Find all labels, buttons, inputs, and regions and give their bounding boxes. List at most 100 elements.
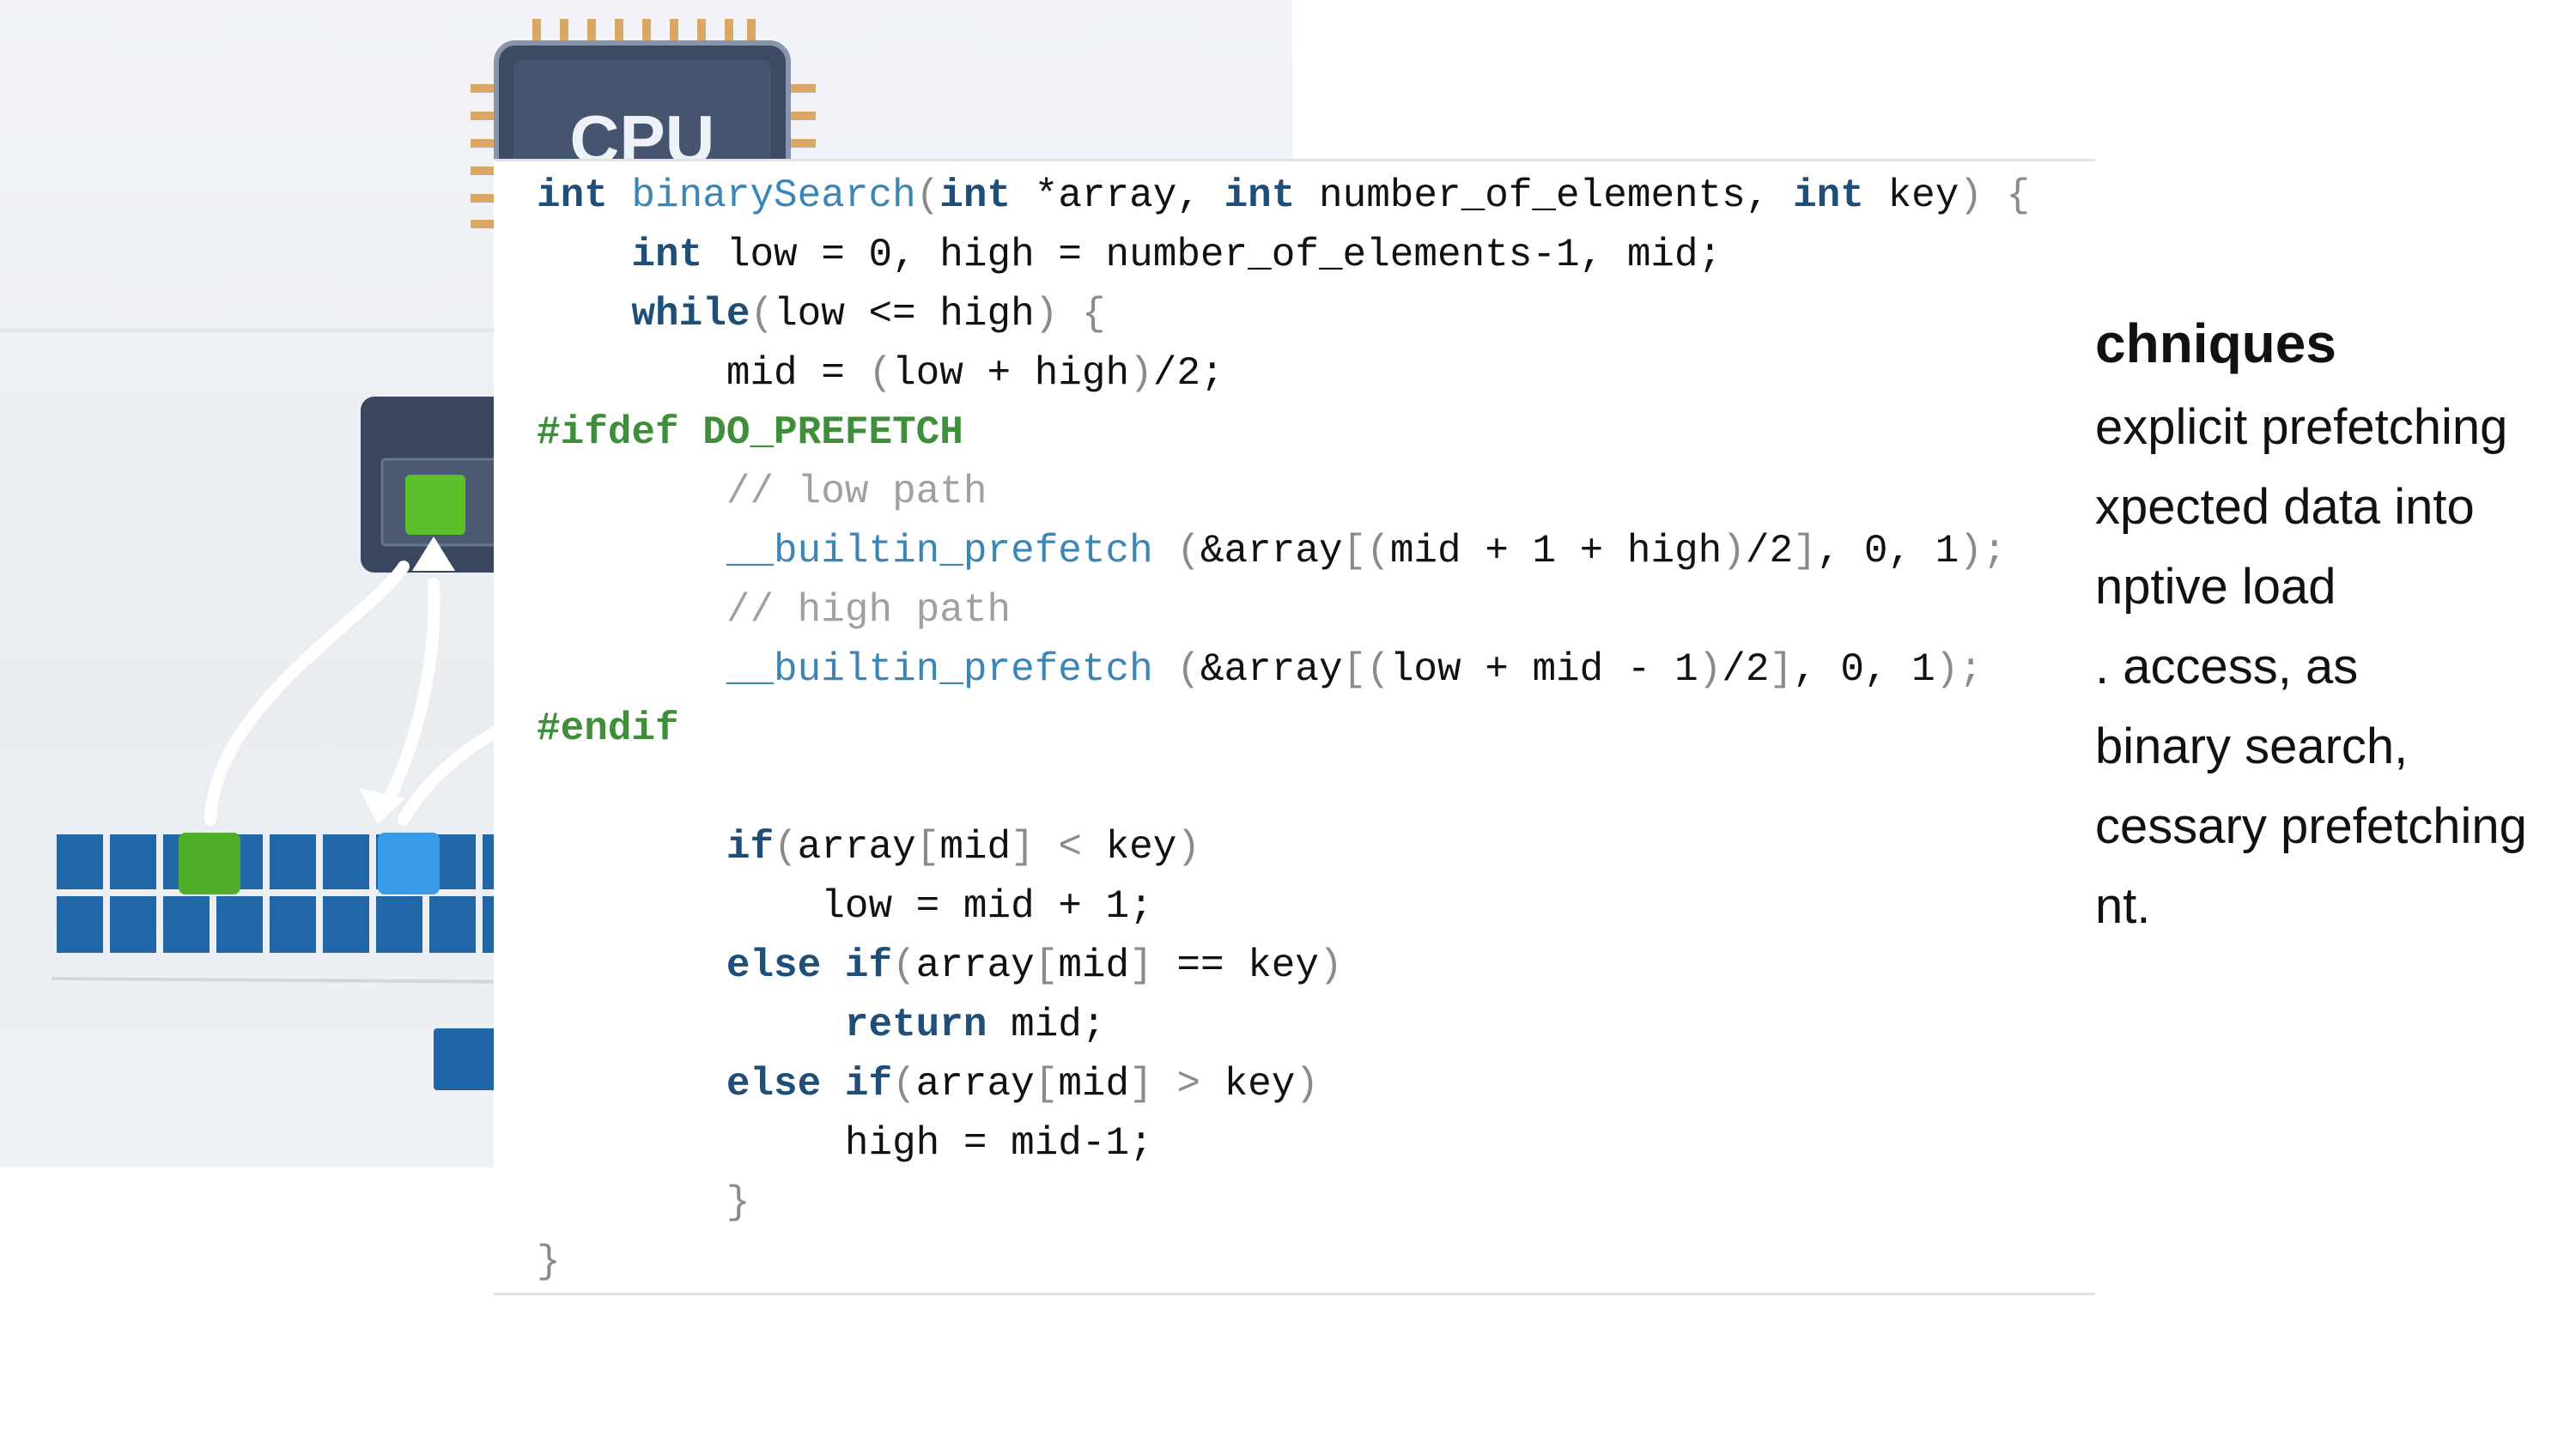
code-line: // low path	[537, 463, 2030, 522]
code-token: array	[915, 943, 1035, 988]
code-token: )	[1722, 529, 1746, 573]
code-line: __builtin_prefetch (&array[(low + mid - …	[537, 640, 2030, 700]
code-token: ] >	[1129, 1062, 1224, 1106]
code-token: , 0, 1	[1793, 647, 1935, 692]
code-token: )	[1295, 1062, 1320, 1106]
code-token	[537, 1062, 726, 1106]
code-token: int	[1224, 173, 1319, 218]
code-token: *array,	[1034, 173, 1224, 218]
code-token: number_of_elements,	[1318, 173, 1794, 218]
code-token: , 0, 1	[1816, 529, 1959, 573]
side-line: explicit prefetching	[2095, 399, 2508, 455]
code-token: &array	[1200, 647, 1343, 692]
code-token: /2;	[1152, 351, 1224, 396]
code-token: high = mid-1;	[537, 1121, 1153, 1166]
code-token: )	[1129, 351, 1153, 396]
code-token: mid + 1 + high	[1389, 529, 1722, 573]
code-token: array	[915, 1062, 1035, 1106]
code-line: return mid;	[537, 996, 2030, 1055]
code-token: mid =	[537, 351, 869, 396]
code-token: low + high	[892, 351, 1130, 396]
code-token: )	[1698, 647, 1722, 692]
code-token: mid	[1058, 943, 1130, 988]
code-panel: int binarySearch ( int *array, int number_…	[494, 159, 2095, 1295]
code-token	[537, 766, 561, 810]
code-token	[537, 529, 726, 573]
code-line: high = mid-1;	[537, 1114, 2030, 1173]
code-token: array	[797, 825, 916, 870]
code-token: binarySearch	[631, 173, 916, 218]
code-token: (	[868, 351, 893, 396]
code-token: }	[537, 1180, 750, 1225]
code-line: #ifdef DO_PREFETCH	[537, 403, 2030, 463]
code-token: [	[1034, 943, 1059, 988]
code-token: int	[939, 173, 1035, 218]
code-token: /2	[1722, 647, 1770, 692]
code-token	[537, 825, 726, 870]
code-token: __builtin_prefetch	[726, 647, 1153, 692]
code-token: )	[1176, 825, 1200, 870]
code-line: mid = (low + high)/2;	[537, 344, 2030, 403]
memory-array	[57, 833, 529, 953]
code-token: == key	[1152, 943, 1319, 988]
cached-green-block	[405, 475, 465, 535]
code-token: (	[1152, 647, 1200, 692]
code-line: while(low <= high) {	[537, 285, 2030, 344]
code-token: (	[892, 943, 916, 988]
code-line: low = mid + 1;	[537, 877, 2030, 937]
code-token: }	[537, 1240, 561, 1284]
code-token: [(	[1342, 529, 1390, 573]
code-token: ]	[1793, 529, 1817, 573]
code-line: // high path	[537, 581, 2030, 640]
code-line: int binarySearch(int *array, int number_…	[537, 167, 2030, 226]
side-line: nptive load	[2095, 559, 2336, 615]
code-token: ]	[1769, 647, 1794, 692]
side-line: . access, as	[2095, 639, 2359, 694]
code-token: ] <	[1011, 825, 1106, 870]
code-token: ) {	[1959, 173, 2031, 218]
code-line: #endif	[537, 700, 2030, 759]
code-line	[537, 759, 2030, 818]
code-line: else if(array[mid] == key)	[537, 937, 2030, 996]
side-line: cessary prefetching	[2095, 798, 2527, 854]
code-line: }	[537, 1233, 2030, 1292]
code-token: )	[1319, 943, 1343, 988]
code-token: // high path	[537, 588, 1012, 633]
code-token: [(	[1342, 647, 1390, 692]
code-token: else if	[726, 943, 893, 988]
code-token: /2	[1745, 529, 1794, 573]
code-token: while	[631, 292, 750, 336]
side-text: chniques explicit prefetching xpected da…	[2095, 305, 2576, 946]
code-block: int binarySearch ( int *array, int number_…	[537, 167, 2030, 1292]
code-token: (	[750, 292, 775, 336]
code-line: }	[537, 1173, 2030, 1233]
code-token: int	[537, 173, 632, 218]
code-token: (	[892, 1062, 916, 1106]
prefetch-arrows	[204, 537, 521, 826]
side-line: nt.	[2095, 878, 2151, 934]
code-token: low = 0, high = number_of_elements-1, mi…	[726, 233, 1722, 277]
code-line: else if(array[mid] > key)	[537, 1055, 2030, 1114]
code-line: int low = 0, high = number_of_elements-1…	[537, 226, 2030, 285]
code-token: key	[1224, 1062, 1296, 1106]
code-token: );	[1959, 529, 2007, 573]
code-token: low <= high	[774, 292, 1035, 336]
code-token: [	[1034, 1062, 1059, 1106]
code-token: low + mid - 1	[1389, 647, 1698, 692]
code-token: #ifdef DO_PREFETCH	[537, 410, 963, 455]
code-token: int	[631, 233, 726, 277]
code-token: );	[1935, 647, 1983, 692]
code-token	[537, 943, 726, 988]
code-token: __builtin_prefetch	[726, 529, 1153, 573]
code-token: key	[1105, 825, 1177, 870]
code-token: return	[844, 1003, 1012, 1047]
code-token: (	[1152, 529, 1200, 573]
code-token: mid	[939, 825, 1012, 870]
code-token: // low path	[537, 470, 987, 514]
code-token: ]	[1129, 943, 1153, 988]
section-heading: chniques	[2095, 312, 2336, 374]
code-token: ) {	[1034, 292, 1106, 336]
code-token: [	[915, 825, 940, 870]
side-line: xpected data into	[2095, 479, 2475, 535]
array-blue-block	[378, 833, 440, 894]
